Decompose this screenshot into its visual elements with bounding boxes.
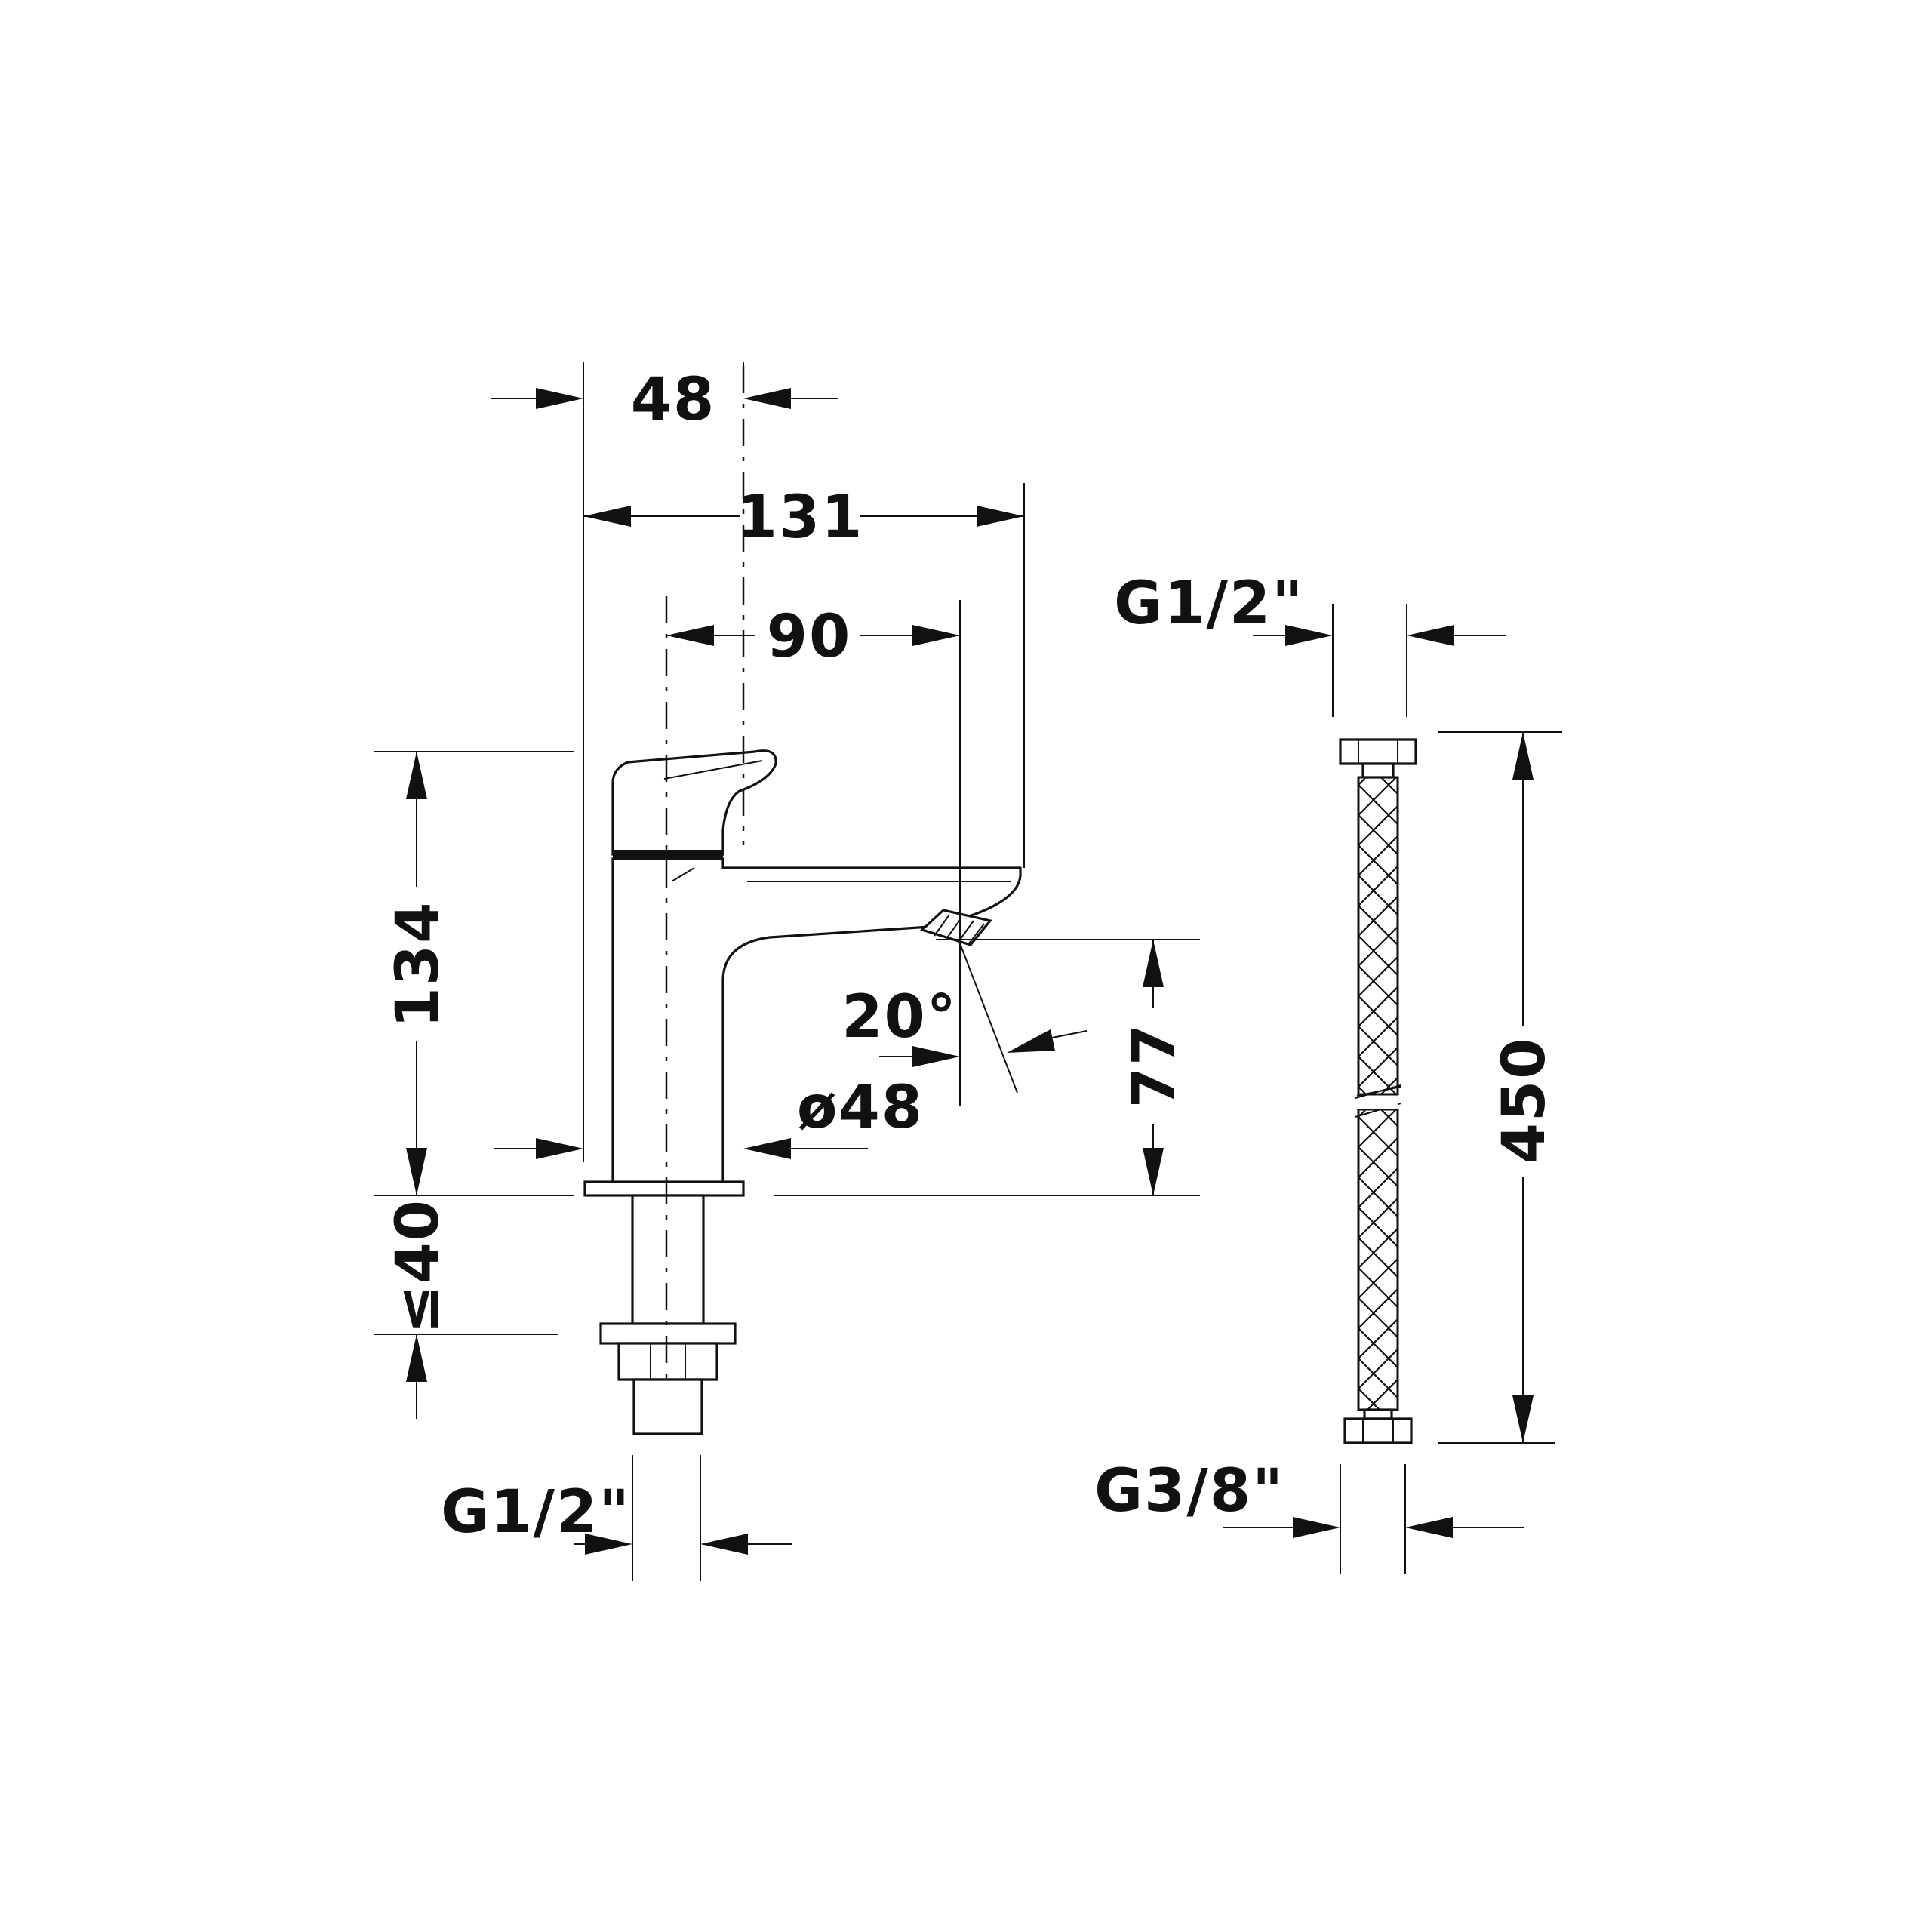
base-plate xyxy=(583,1180,745,1197)
dim-spout-height-label: 77 xyxy=(1121,1023,1189,1109)
faucet-body xyxy=(583,749,1022,1197)
dim-base-diameter: ø48 xyxy=(494,1074,924,1159)
dim-width-total-label: 131 xyxy=(737,484,864,552)
dim-max-thickness: ≤40 xyxy=(384,1198,452,1419)
hose-top-collar xyxy=(1361,762,1395,779)
hose-bottom-collar xyxy=(1363,1408,1393,1420)
nut xyxy=(617,1342,718,1381)
dim-width-total: 131 xyxy=(583,484,1024,552)
lever-band xyxy=(613,850,723,859)
dim-width-base: 48 xyxy=(491,366,838,434)
hose-extension-lines xyxy=(1332,604,1562,1574)
mounting-stem xyxy=(599,1194,737,1435)
aerator-mesh xyxy=(934,914,985,944)
extension-lines xyxy=(374,362,1200,1581)
hose-braid-lower xyxy=(1357,1108,1399,1411)
hose-braid-upper xyxy=(1357,776,1399,1096)
dim-angle: 20° xyxy=(841,983,1088,1067)
dim-height-total-label: 134 xyxy=(384,901,452,1029)
dim-width-base-label: 48 xyxy=(631,366,716,434)
dim-max-thickness-label: ≤40 xyxy=(384,1198,452,1334)
dim-hose-top-thread: G1/2" xyxy=(1114,570,1506,646)
connector-thread xyxy=(632,1378,703,1435)
spout-shade-line xyxy=(671,867,695,882)
dim-tap-connection: G1/2" xyxy=(441,1478,792,1555)
dim-tap-connection-label: G1/2" xyxy=(441,1478,631,1546)
hose-top-nut xyxy=(1339,738,1417,765)
dim-spout-height: 77 xyxy=(1121,940,1189,1195)
dim-hose-top-thread-label: G1/2" xyxy=(1114,570,1304,638)
dim-reach-label: 90 xyxy=(767,603,852,671)
hose-break-top xyxy=(1355,1084,1401,1099)
dim-hose-length: 450 xyxy=(1491,732,1558,1443)
lever-edge-line xyxy=(663,760,763,780)
connection-hose xyxy=(1339,738,1417,1444)
dim-hose-bottom-thread-label: G3/8" xyxy=(1094,1457,1284,1525)
washer xyxy=(599,1322,737,1345)
dim-hose-length-label: 450 xyxy=(1491,1037,1558,1164)
dim-angle-label: 20° xyxy=(841,983,958,1051)
dim-base-diameter-label: ø48 xyxy=(797,1074,924,1142)
dim-hose-bottom-thread: G3/8" xyxy=(1094,1457,1524,1538)
dim-height-total: 134 xyxy=(384,752,452,1195)
dim-reach: 90 xyxy=(666,603,960,671)
hose-bottom-nut xyxy=(1343,1417,1413,1444)
lever-handle xyxy=(611,749,777,856)
threaded-rod xyxy=(631,1194,705,1325)
